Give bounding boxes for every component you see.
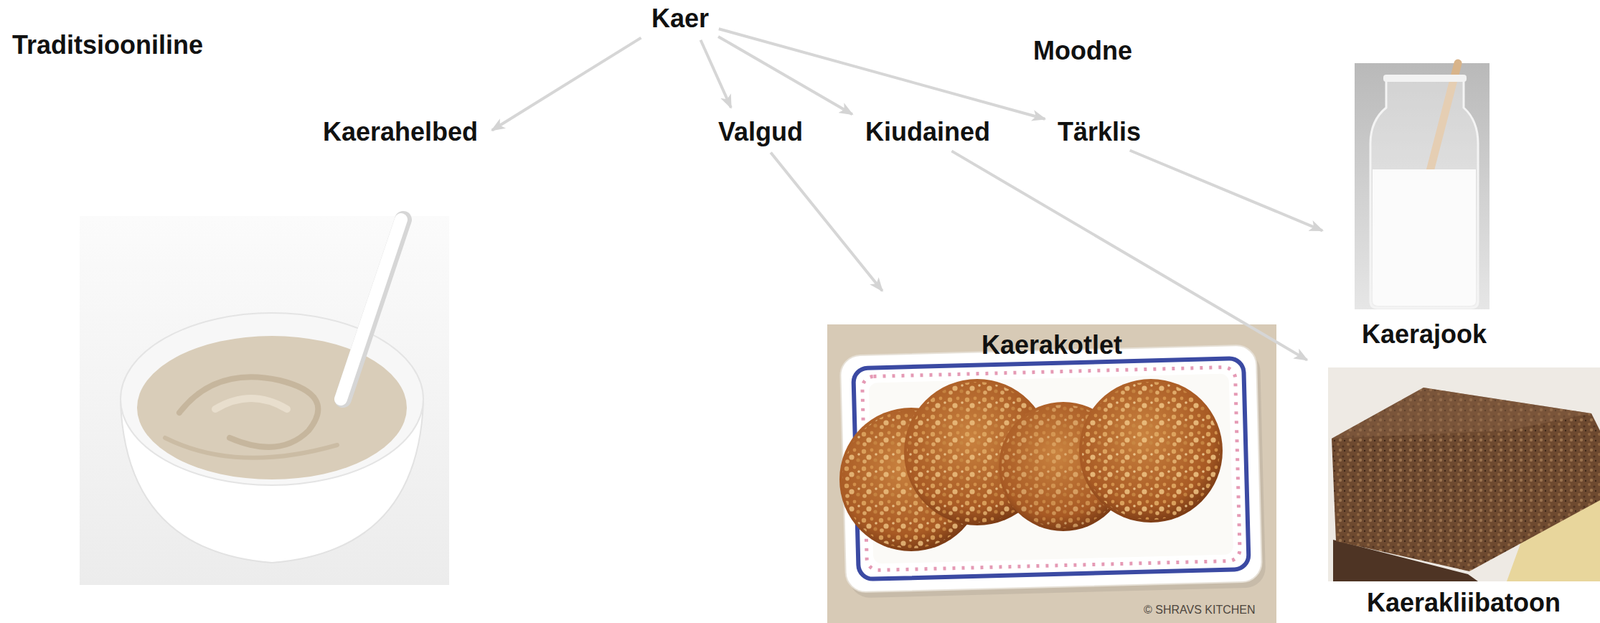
node-label: Kaerakliibatoon — [1366, 587, 1561, 618]
bran-bar-picture — [1328, 367, 1600, 582]
group-heading: Moodne — [1033, 35, 1133, 66]
arrow-line — [951, 150, 1307, 360]
arrow-line — [718, 28, 1046, 120]
porridge-picture — [79, 215, 450, 585]
node-label: Tärklis — [1057, 116, 1141, 147]
arrow-line — [492, 38, 642, 131]
node-label: Kaerakotlet — [981, 330, 1123, 360]
node-label: Kaerahelbed — [322, 116, 478, 147]
component-word: Tärklis — [1053, 115, 1146, 148]
node-label: Kiudained — [865, 116, 991, 147]
product-picture-node: Kaerajook — [1348, 63, 1500, 351]
arrow-line — [700, 40, 732, 108]
product-word: Kaerahelbed — [318, 115, 483, 148]
watermark: © SHRAVS KITCHEN — [1143, 603, 1256, 617]
cutlet-picture — [827, 324, 1277, 623]
milk-bottle-picture — [1354, 63, 1490, 310]
group-heading: Traditsiooniline — [12, 30, 204, 60]
arrow-line — [1130, 150, 1323, 232]
component-word: Kiudained — [860, 115, 995, 148]
concept-word: Kaer — [647, 2, 714, 35]
arrow-line — [770, 152, 883, 292]
node-label: Valgud — [718, 116, 803, 147]
product-picture-node: Kaerakotlet — [827, 324, 1277, 623]
node-label: Kaer — [651, 3, 709, 34]
node-label: Kaerajook — [1361, 319, 1487, 349]
component-word: Valgud — [713, 115, 808, 148]
product-picture-node: Kaerakliibatoon — [1328, 367, 1600, 623]
